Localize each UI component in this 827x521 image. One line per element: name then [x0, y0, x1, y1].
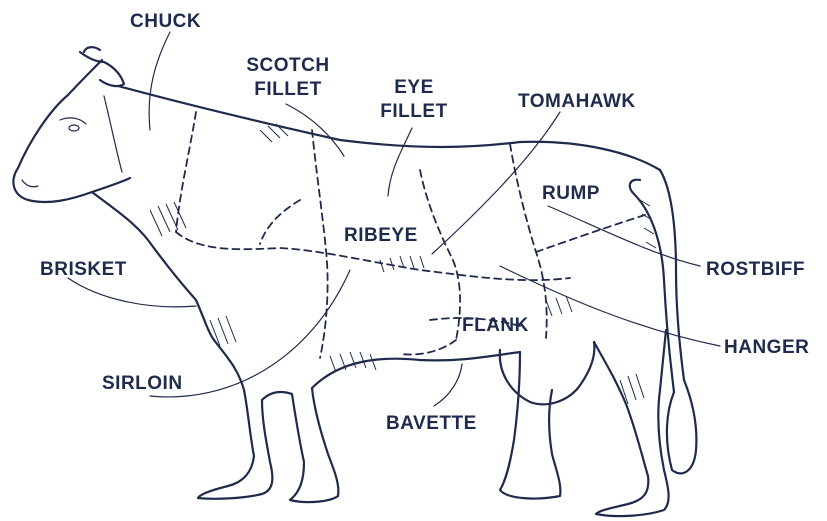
- label-flank: FLANK: [462, 314, 529, 338]
- label-tomahawk: TOMAHAWK: [518, 90, 636, 114]
- label-hanger: HANGER: [724, 336, 809, 360]
- shading-hatch: [150, 124, 656, 404]
- label-eye-fillet-line2: FILLET: [372, 100, 456, 124]
- label-ribeye: RIBEYE: [344, 224, 418, 248]
- leader-rostbiff: [548, 206, 700, 266]
- label-eye-fillet-line1: EYE: [372, 76, 456, 100]
- label-sirloin: SIRLOIN: [102, 372, 183, 396]
- label-scotch-fillet: SCOTCH FILLET: [236, 54, 340, 102]
- leader-tomahawk: [432, 112, 560, 254]
- label-rump: RUMP: [542, 182, 600, 206]
- label-rostbiff: ROSTBIFF: [706, 258, 805, 282]
- leader-brisket: [68, 278, 196, 307]
- label-eye-fillet: EYE FILLET: [372, 76, 456, 124]
- label-bavette: BAVETTE: [386, 412, 477, 436]
- leader-hanger: [500, 266, 720, 346]
- label-brisket: BRISKET: [40, 258, 127, 282]
- leader-bavette: [434, 364, 462, 406]
- leader-eye-fillet: [388, 128, 412, 196]
- label-scotch-fillet-line1: SCOTCH: [236, 54, 340, 78]
- label-scotch-fillet-line2: FILLET: [236, 78, 340, 102]
- leader-chuck: [149, 32, 170, 130]
- label-chuck: CHUCK: [130, 10, 201, 34]
